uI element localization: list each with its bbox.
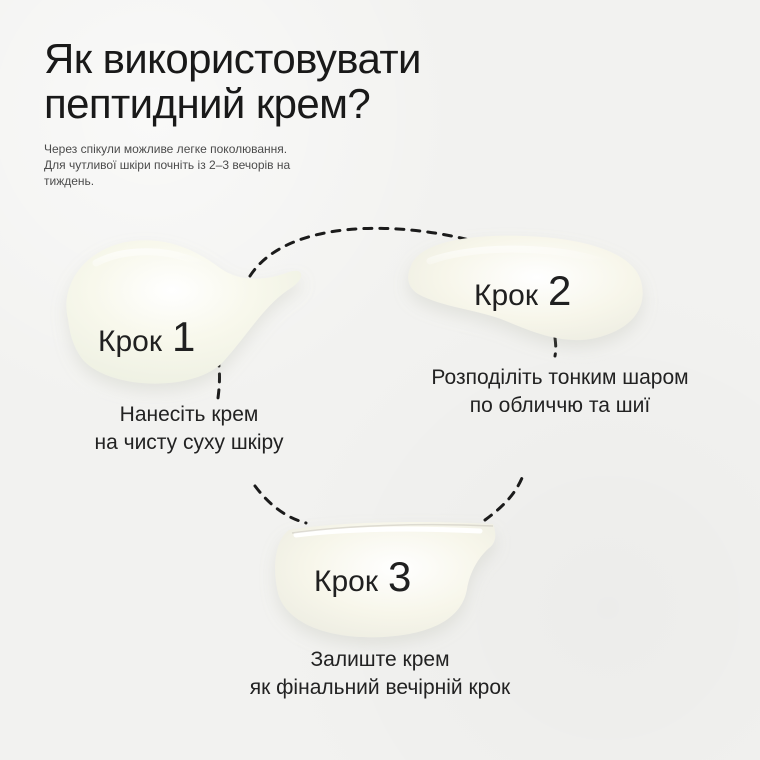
dashed-connector-to-step3-right [483, 476, 524, 522]
step-1-description: Нанесіть крем на чисту суху шкіру [94, 403, 284, 455]
page-title: Як використовувати пептидний крем? [44, 35, 421, 128]
step-2-word: Крок [474, 279, 538, 312]
step-1-label: Крок 1 [98, 316, 195, 358]
step-3-number: 3 [387, 553, 412, 600]
step-3-label: Крок 3 [314, 556, 411, 598]
dashed-connector-step1-step2 [248, 226, 479, 278]
usage-note: Через спікули можливе легке поколювання.… [44, 142, 291, 189]
cream-smear-step1 [66, 240, 302, 384]
step-2-label: Крок 2 [474, 270, 571, 312]
dashed-connector-step1-down [216, 356, 221, 400]
cream-edge-step3 [291, 523, 494, 534]
step-3-word: Крок [314, 565, 378, 598]
cream-highlight-step3 [293, 526, 483, 538]
cream-highlight-step1 [92, 248, 209, 270]
step-1-number: 1 [171, 313, 196, 360]
step-3-description: Залиште крем як фінальний вечірній крок [249, 648, 511, 700]
step-2-number: 2 [547, 267, 572, 314]
dashed-connector-step2-down [553, 336, 558, 358]
dashed-connector-to-step3-left [253, 484, 308, 525]
step-1-word: Крок [98, 325, 162, 358]
cream-highlight-step2 [426, 245, 608, 266]
step-2-description: Розподіліть тонким шаром по обличчю та ш… [431, 366, 689, 418]
